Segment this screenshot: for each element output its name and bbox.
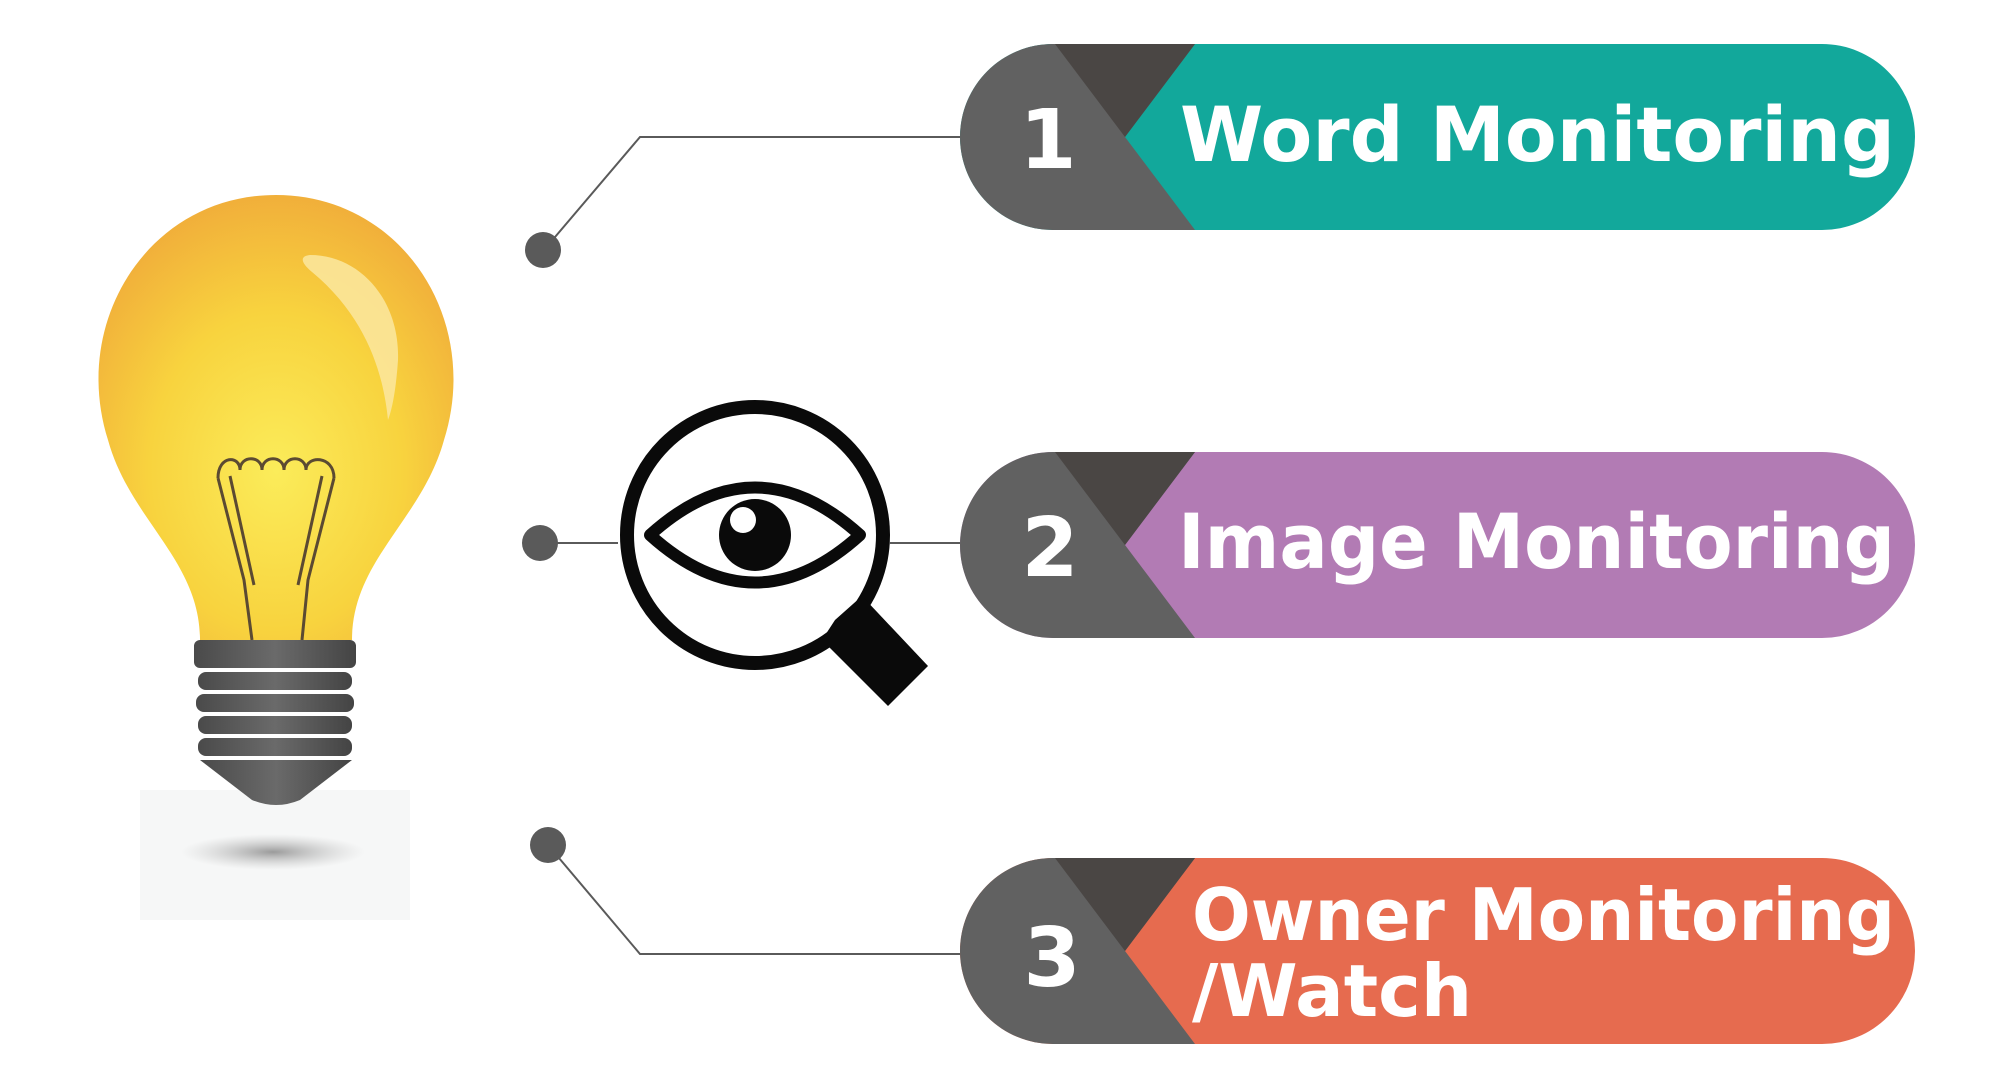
connector-dot-1 [525,232,561,268]
item-1: 1 Word Monitoring [960,44,1915,230]
bulb-collar [194,640,356,668]
item-2-number: 2 [1021,501,1078,596]
item-2-label: Image Monitoring [1178,497,1895,586]
item-3-label-line-2: /Watch [1192,949,1472,1033]
bulb-base [196,672,354,805]
connectors [540,136,962,955]
connector-3 [547,844,962,955]
bulb-filament [216,457,336,641]
connector-1 [543,136,962,251]
item-1-number: 1 [1019,93,1076,188]
magnifying-glass-eye-icon [620,400,928,706]
item-2-number-shade [1055,452,1195,545]
lightbulb-icon [98,195,454,920]
bulb-glass [98,195,454,640]
item-3-number-shade [1055,858,1195,951]
connector-dot-3 [530,827,566,863]
item-1-number-shade [1055,44,1195,137]
item-3-label-line-1: Owner Monitoring [1192,873,1895,957]
connector-dot-2 [522,525,558,561]
item-3-number: 3 [1023,911,1080,1006]
item-3: 3 Owner Monitoring /Watch [960,858,1915,1044]
bulb-highlight [302,255,399,420]
item-1-label: Word Monitoring [1180,90,1895,179]
item-2: 2 Image Monitoring [960,452,1915,638]
bulb-shadow [181,834,365,870]
